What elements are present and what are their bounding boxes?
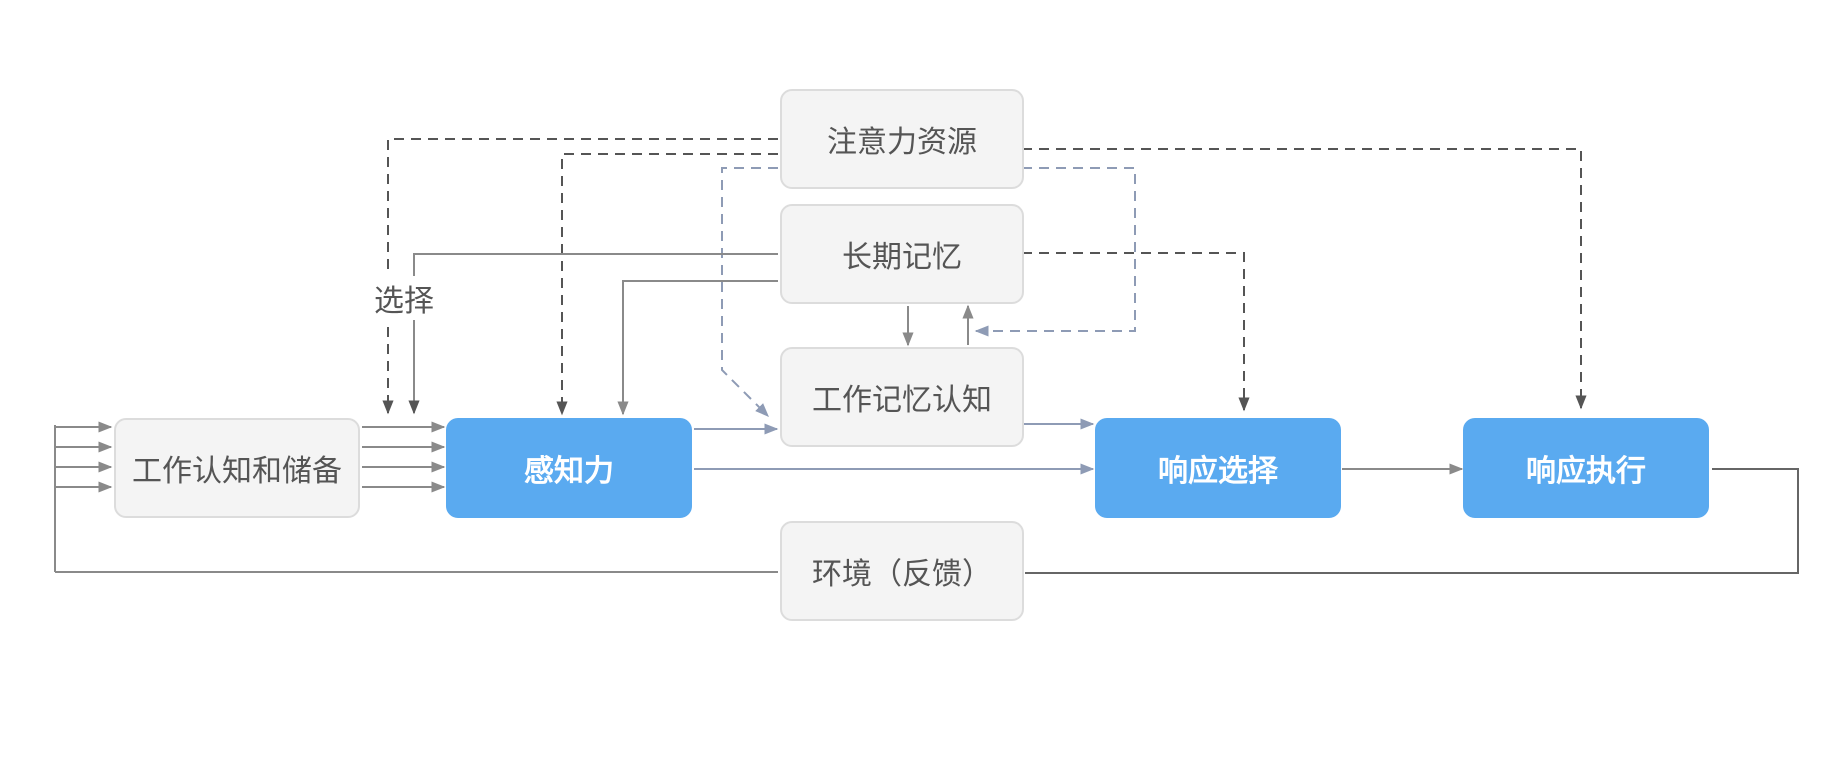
long-term-memory-node: 长期记忆 (780, 204, 1024, 304)
environment-feedback-node: 环境（反馈） (780, 521, 1024, 621)
response-execution-node: 响应执行 (1463, 418, 1709, 518)
attention-to-response-execution-dashed (1022, 148, 1587, 410)
memory-to-perception-line (617, 280, 778, 416)
memory-to-response-selection-dashed (1022, 252, 1250, 412)
working-memory-label: 工作记忆认知 (812, 383, 992, 418)
attention-resources-node: 注意力资源 (780, 89, 1024, 189)
perception-node: 感知力 (446, 418, 692, 518)
selection-edge-label: 选择 (372, 276, 436, 320)
perception-label: 感知力 (524, 454, 614, 489)
working-memory-node: 工作记忆认知 (780, 347, 1024, 447)
storage-label: 工作认知和储备 (132, 454, 342, 489)
attention-resources-label: 注意力资源 (827, 125, 977, 160)
attention-to-storage-input-dashed (382, 138, 778, 415)
environment-feedback-label: 环境（反馈） (812, 557, 992, 592)
storage-node: 工作认知和储备 (114, 418, 360, 518)
attention-to-memory-return-dashed (974, 167, 1136, 337)
response-execution-label: 响应执行 (1526, 454, 1646, 489)
attention-to-perception-dashed (556, 153, 778, 416)
response-selection-node: 响应选择 (1095, 418, 1341, 518)
memory-selection-line (408, 253, 778, 415)
attention-to-working-memory-dashed (721, 167, 778, 417)
response-selection-label: 响应选择 (1158, 454, 1278, 489)
long-term-memory-label: 长期记忆 (842, 240, 962, 275)
execution-to-environment-line (1025, 468, 1799, 574)
